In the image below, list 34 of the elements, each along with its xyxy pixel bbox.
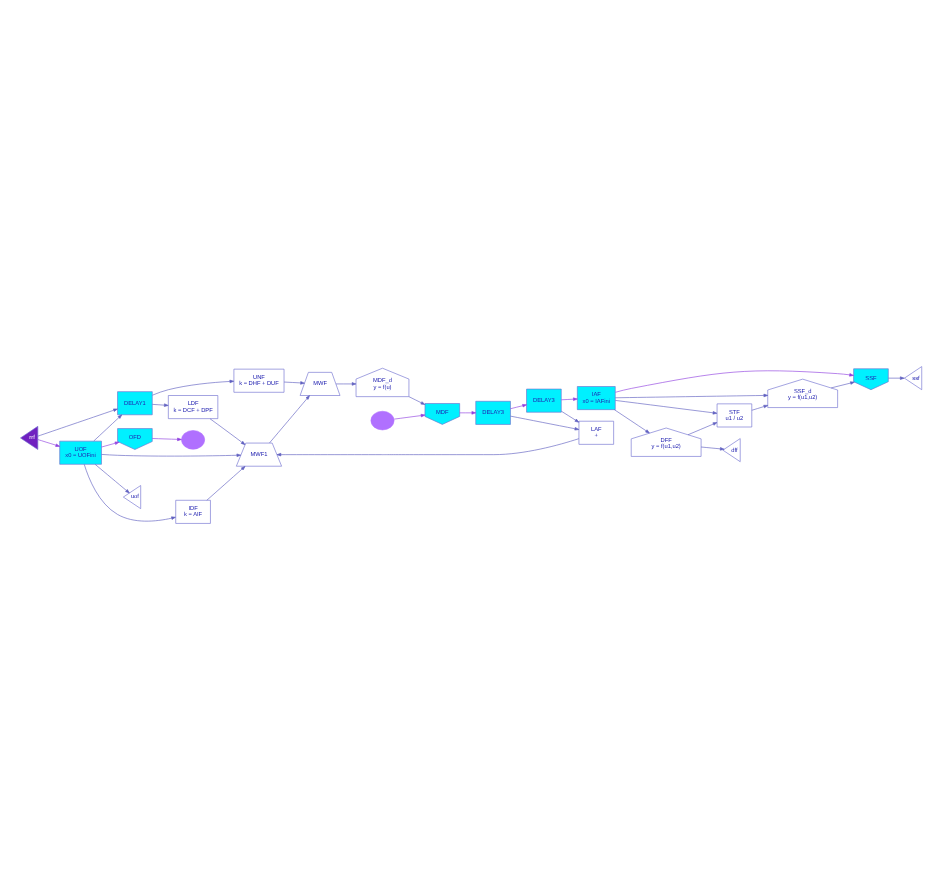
arrow	[94, 464, 130, 494]
arrow	[560, 397, 578, 401]
arrow	[335, 382, 357, 386]
arrow	[408, 396, 426, 405]
arrow	[37, 439, 60, 447]
arrow	[615, 370, 854, 393]
arrow	[888, 376, 905, 380]
arrow	[101, 453, 242, 457]
arrow	[152, 379, 235, 396]
arrow	[83, 464, 176, 522]
node-cloud	[370, 410, 395, 431]
arrow	[152, 437, 182, 441]
arrow	[751, 404, 769, 411]
arrow	[700, 446, 725, 451]
arrow	[152, 403, 169, 407]
arrow	[209, 418, 246, 445]
arrow	[830, 381, 855, 389]
arrow	[687, 422, 718, 436]
arrow	[93, 414, 123, 442]
arrow	[615, 400, 718, 415]
arrow	[560, 410, 580, 423]
arrow	[393, 413, 426, 420]
arrow	[101, 441, 120, 448]
arrow	[510, 404, 527, 410]
arrow	[206, 466, 246, 501]
node-cloud	[181, 430, 205, 450]
arrow	[614, 409, 650, 434]
arrow	[283, 381, 305, 385]
arrow	[615, 393, 769, 399]
arrow	[510, 415, 580, 431]
arrow	[37, 408, 118, 437]
arrow	[269, 395, 310, 444]
arrow	[459, 411, 477, 415]
arrow	[276, 438, 580, 457]
